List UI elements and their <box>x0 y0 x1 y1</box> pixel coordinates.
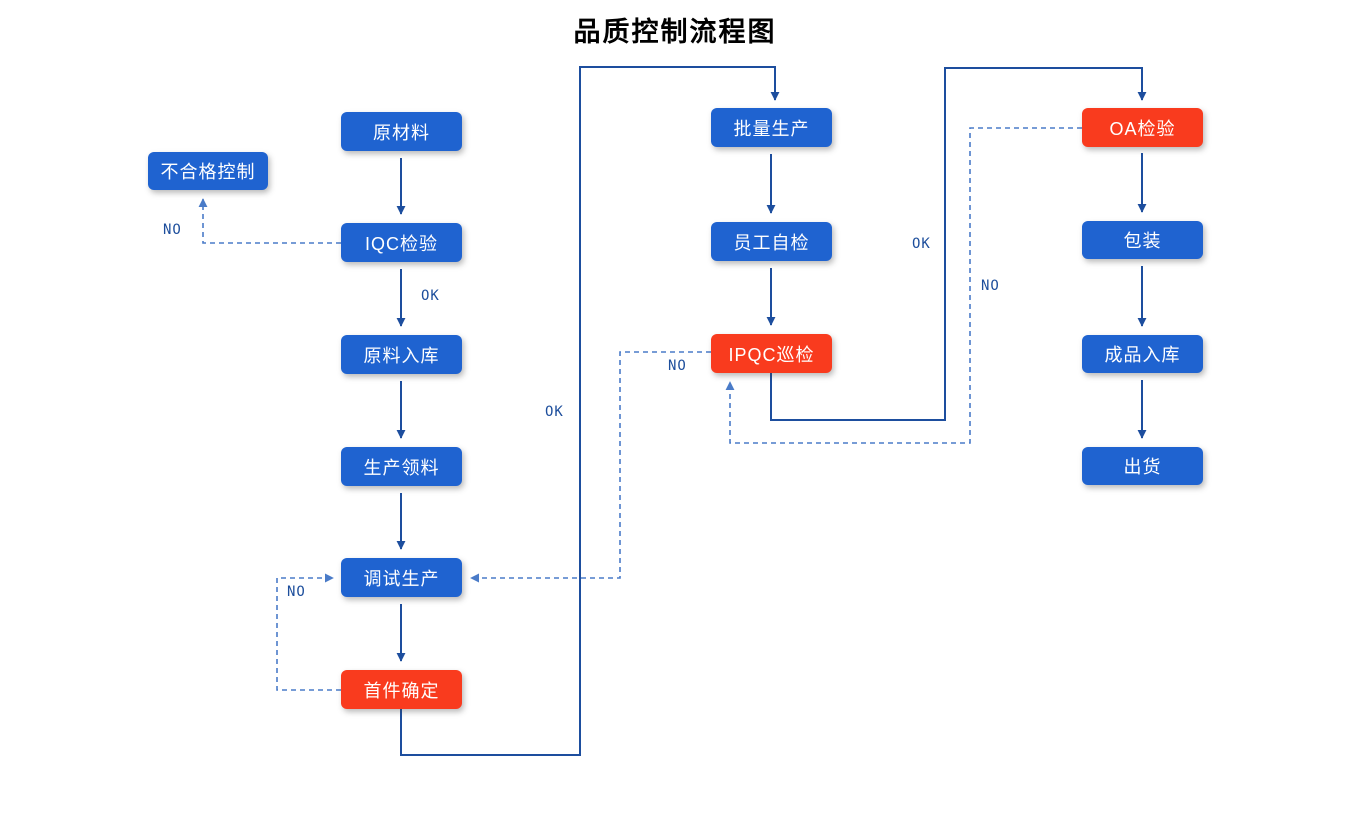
edge-label-ok-ipqc: OK <box>912 236 931 252</box>
node-packaging: 包装 <box>1082 221 1203 259</box>
edge-label-ok-iqc: OK <box>421 288 440 304</box>
node-finished-storage: 成品入库 <box>1082 335 1203 373</box>
node-raw-material: 原材料 <box>341 112 462 151</box>
edge-label-no-ipqc: NO <box>668 358 687 374</box>
page-title: 品质控制流程图 <box>573 17 777 48</box>
node-trial-production: 调试生产 <box>341 558 462 597</box>
edge-first-no-to-trial <box>276 573 341 691</box>
edge-label-no-iqc: NO <box>163 222 182 238</box>
edge-ipqc-no-to-trial <box>470 351 711 583</box>
node-first-article-confirm: 首件确定 <box>341 670 462 709</box>
edge-label-no-oa: NO <box>981 278 1000 294</box>
edge-label-ok-first: OK <box>545 404 564 420</box>
node-batch-production: 批量生产 <box>711 108 832 147</box>
node-ipqc-patrol: IPQC巡检 <box>711 334 832 373</box>
node-production-picking: 生产领料 <box>341 447 462 486</box>
edge-oa-no-to-ipqc <box>725 127 1082 444</box>
edge-iqc-no-to-nonconforming <box>198 198 341 244</box>
node-nonconforming-control: 不合格控制 <box>148 152 268 190</box>
node-shipment: 出货 <box>1082 447 1203 485</box>
node-iqc-inspection: IQC检验 <box>341 223 462 262</box>
edge-ipqc-ok-to-oa <box>770 67 1147 421</box>
node-oa-inspection: OA检验 <box>1082 108 1203 147</box>
edge-first-ok-to-batch <box>400 66 780 756</box>
edge-label-no-first: NO <box>287 584 306 600</box>
node-material-storage: 原料入库 <box>341 335 462 374</box>
node-employee-self-check: 员工自检 <box>711 222 832 261</box>
